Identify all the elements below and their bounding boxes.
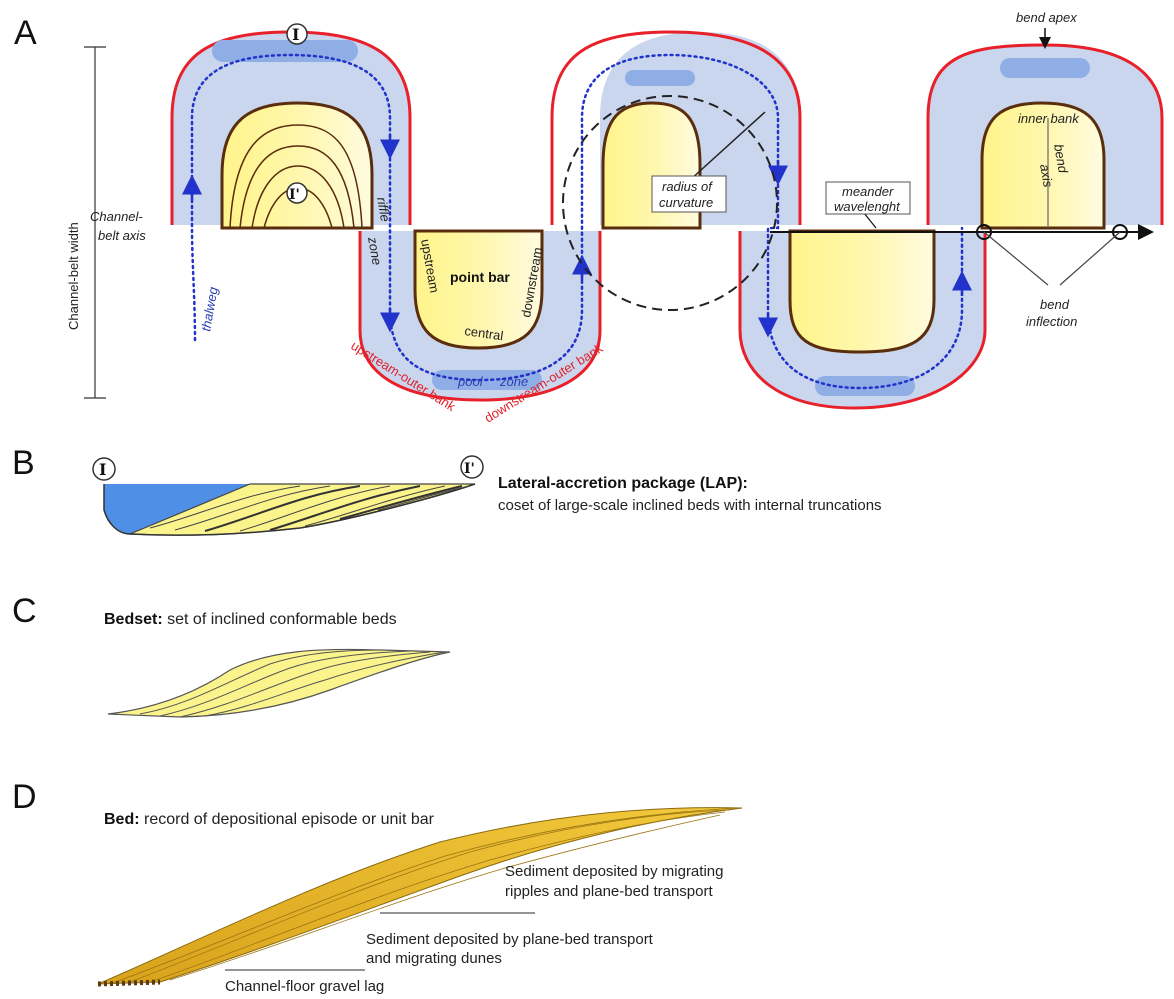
- section-marker-start-label: I: [292, 25, 299, 44]
- bed-middle-label-2: and migrating dunes: [366, 950, 502, 967]
- channel-belt-width-label: Channel-belt width: [66, 222, 81, 330]
- lap-title: Lateral-accretion package (LAP):: [498, 475, 748, 492]
- panel-a-letter: A: [14, 14, 37, 52]
- point-bar-label: point bar: [450, 269, 510, 285]
- pool-zone-3: [625, 70, 695, 86]
- wavelength-label-1: meander: [842, 184, 894, 199]
- section-marker-end-label: I': [289, 187, 300, 203]
- radius-label-2: curvature: [659, 195, 713, 210]
- pool-zone-label-1: pool: [457, 374, 484, 389]
- bed-title: Bed:: [104, 811, 140, 828]
- thalweg-label: thalweg: [198, 285, 221, 332]
- pool-zone-5: [1000, 58, 1090, 78]
- inflection-pointer-1: [984, 232, 1048, 285]
- pool-zone-label-2: zone: [499, 374, 528, 389]
- lap-section-end-label: I': [464, 461, 475, 477]
- bend-apex-label: bend apex: [1016, 10, 1077, 25]
- bedset-description: set of inclined conformable beds: [163, 611, 397, 628]
- panel-c-letter: C: [12, 592, 37, 630]
- bedset-cross-section: [108, 649, 450, 717]
- bedset-caption: Bedset: set of inclined conformable beds: [104, 611, 397, 628]
- radius-label-1: radius of: [662, 179, 713, 194]
- lap-section-start-label: I: [99, 460, 106, 479]
- pool-zone-1: [212, 40, 358, 62]
- channel-belt-axis-label-1: Channel-: [90, 209, 143, 224]
- bed-upper-label-1: Sediment deposited by migrating: [505, 863, 723, 880]
- lap-cross-section: [104, 484, 475, 535]
- panel-b-letter: B: [12, 444, 35, 482]
- inner-bank-label: inner bank: [1018, 111, 1080, 126]
- bed-description: record of depositional episode or unit b…: [140, 811, 435, 828]
- panel-d-letter: D: [12, 778, 37, 816]
- bed-lower-label: Channel-floor gravel lag: [225, 978, 384, 995]
- bend-inflection-label-1: bend: [1040, 297, 1070, 312]
- bed-caption: Bed: record of depositional episode or u…: [104, 811, 435, 828]
- point-bar-4: [790, 231, 934, 352]
- inflection-pointer-2: [1060, 232, 1120, 285]
- bedset-title: Bedset:: [104, 611, 163, 628]
- channel-belt-axis-label-2: belt axis: [98, 228, 146, 243]
- bed-middle-label-1: Sediment deposited by plane-bed transpor…: [366, 931, 654, 948]
- lap-description: coset of large-scale inclined beds with …: [498, 497, 882, 514]
- bend-inflection-label-2: inflection: [1026, 314, 1077, 329]
- bed-upper-label-2: ripples and plane-bed transport: [505, 883, 713, 900]
- wavelength-label-2: wavelenght: [834, 199, 901, 214]
